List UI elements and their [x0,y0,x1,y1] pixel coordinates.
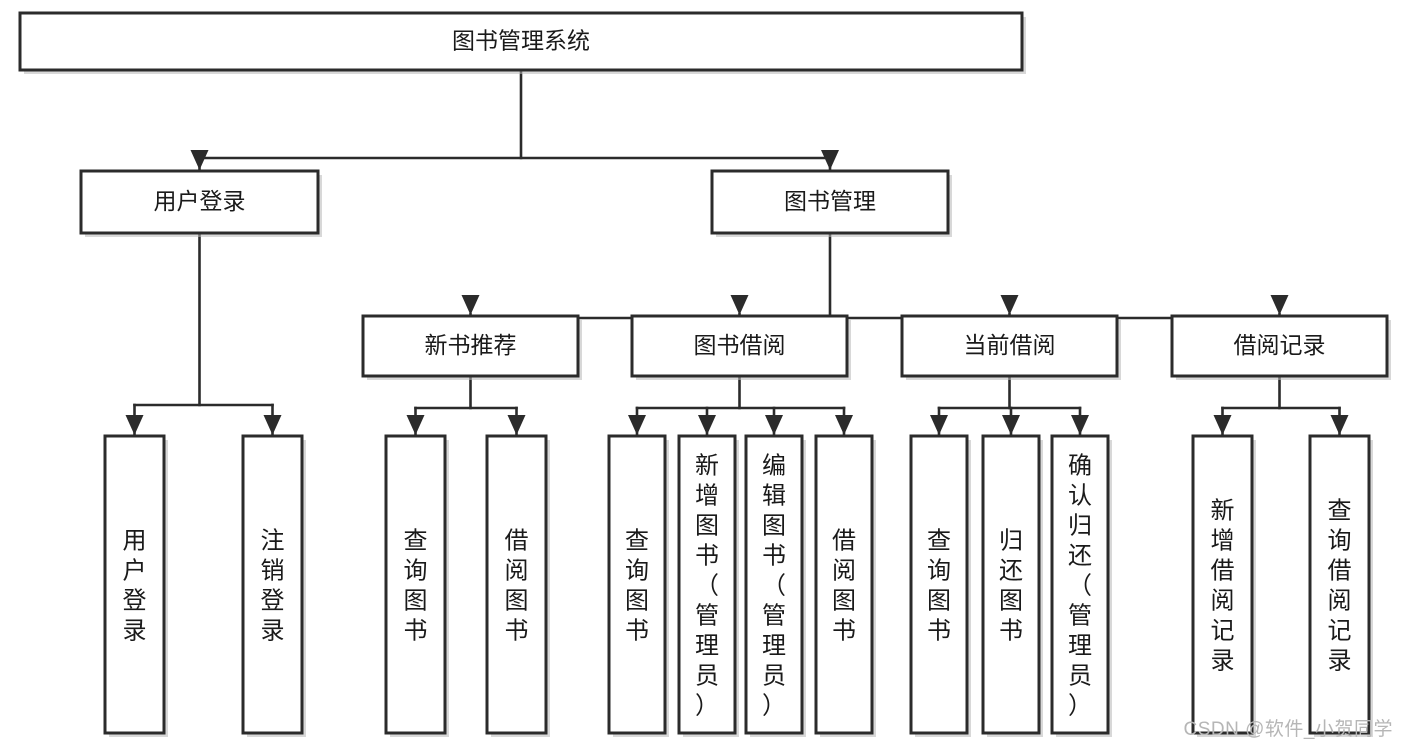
node-box [79,169,320,235]
arrow-head-icon [125,415,144,435]
arrow-head-icon [1002,415,1020,435]
watermark-text: CSDN @软件_小贺同学 [1183,719,1393,740]
connector-layer [125,68,1349,436]
connector-group [190,68,839,171]
node-label: 注销登录 [261,528,285,645]
arrow-head-icon [1270,295,1289,315]
node-user-login[interactable]: 用户登录 [79,169,322,237]
node-leaf-user-login[interactable]: 用户登录 [103,434,168,737]
node-label: 查询图书 [625,528,649,645]
node-box [909,434,969,735]
arrow-head-icon [628,415,646,435]
node-leaf-query-book-2[interactable]: 查询图书 [607,434,669,737]
node-current-borrow[interactable]: 当前借阅 [900,314,1121,380]
node-book-borrow[interactable]: 图书借阅 [630,314,851,380]
node-box [630,314,849,378]
node-leaf-add-record[interactable]: 新增借阅记录 [1191,434,1256,737]
node-label: 查询图书 [404,528,428,645]
connector-group [1213,374,1349,436]
node-label: 新增图书（管理员） [695,453,719,720]
node-leaf-user-logout[interactable]: 注销登录 [241,434,306,737]
node-box [384,434,447,735]
connector-group [930,374,1089,436]
node-layer: 图书管理系统用户登录图书管理新书推荐图书借阅当前借阅借阅记录用户登录注销登录查询… [18,11,1391,737]
node-box [744,434,804,735]
node-box [981,434,1041,735]
node-box [607,434,667,735]
node-box [241,434,304,735]
node-label: 用户登录 [123,528,147,645]
node-label: 新增借阅记录 [1211,498,1235,675]
connector-group [125,231,282,436]
node-leaf-query-record[interactable]: 查询借阅记录 [1308,434,1373,737]
node-label: 查询借阅记录 [1328,498,1352,675]
node-root[interactable]: 图书管理系统 [18,11,1026,74]
arrow-head-icon [263,415,282,435]
node-box [900,314,1119,378]
node-label: 图书借阅 [694,332,786,358]
node-label: 图书管理系统 [452,28,590,54]
node-label: 查询图书 [927,528,951,645]
node-leaf-return-book[interactable]: 归还图书 [981,434,1043,737]
node-box [710,169,950,235]
node-label: 借阅图书 [832,528,856,645]
node-box [103,434,166,735]
node-box [814,434,874,735]
node-label: 归还图书 [999,528,1023,645]
node-box [361,314,580,378]
node-leaf-add-book[interactable]: 新增图书（管理员） [677,434,739,737]
node-label: 借阅图书 [505,528,529,645]
node-leaf-confirm-return[interactable]: 确认归还（管理员） [1050,434,1112,737]
node-borrow-record[interactable]: 借阅记录 [1170,314,1391,380]
node-box [677,434,737,735]
arrow-head-icon [461,295,480,315]
node-label: 新书推荐 [425,332,517,358]
node-box [1308,434,1371,735]
node-label: 用户登录 [154,188,246,214]
node-leaf-query-book-1[interactable]: 查询图书 [384,434,449,737]
arrow-head-icon [1330,415,1349,435]
arrow-head-icon [1213,415,1232,435]
node-label: 当前借阅 [964,332,1056,358]
node-box [1050,434,1110,735]
arrow-head-icon [765,415,783,435]
node-label: 编辑图书（管理员） [762,453,786,720]
node-leaf-edit-book[interactable]: 编辑图书（管理员） [744,434,806,737]
node-box [1191,434,1254,735]
node-box [485,434,548,735]
arrow-head-icon [507,415,526,435]
node-label: 图书管理 [784,188,876,214]
node-book-manage[interactable]: 图书管理 [710,169,952,237]
node-label: 借阅记录 [1234,332,1326,358]
node-leaf-query-book-3[interactable]: 查询图书 [909,434,971,737]
arrow-head-icon [821,150,839,170]
node-new-book-rec[interactable]: 新书推荐 [361,314,582,380]
arrow-head-icon [698,415,716,435]
arrow-head-icon [406,415,425,435]
arrow-head-icon [1000,295,1019,315]
connector-group [406,374,526,436]
arrow-head-icon [1071,415,1089,435]
arrow-head-icon [835,415,853,435]
arrow-head-icon [190,150,209,170]
node-label: 确认归还（管理员） [1068,453,1092,720]
node-leaf-borrow-book-2[interactable]: 借阅图书 [814,434,876,737]
arrow-head-icon [930,415,948,435]
arrow-head-icon [730,295,749,315]
connector-group [628,374,853,436]
node-box [1170,314,1389,378]
connector-group [461,231,1289,320]
node-box [18,11,1024,72]
node-leaf-borrow-book-1[interactable]: 借阅图书 [485,434,550,737]
